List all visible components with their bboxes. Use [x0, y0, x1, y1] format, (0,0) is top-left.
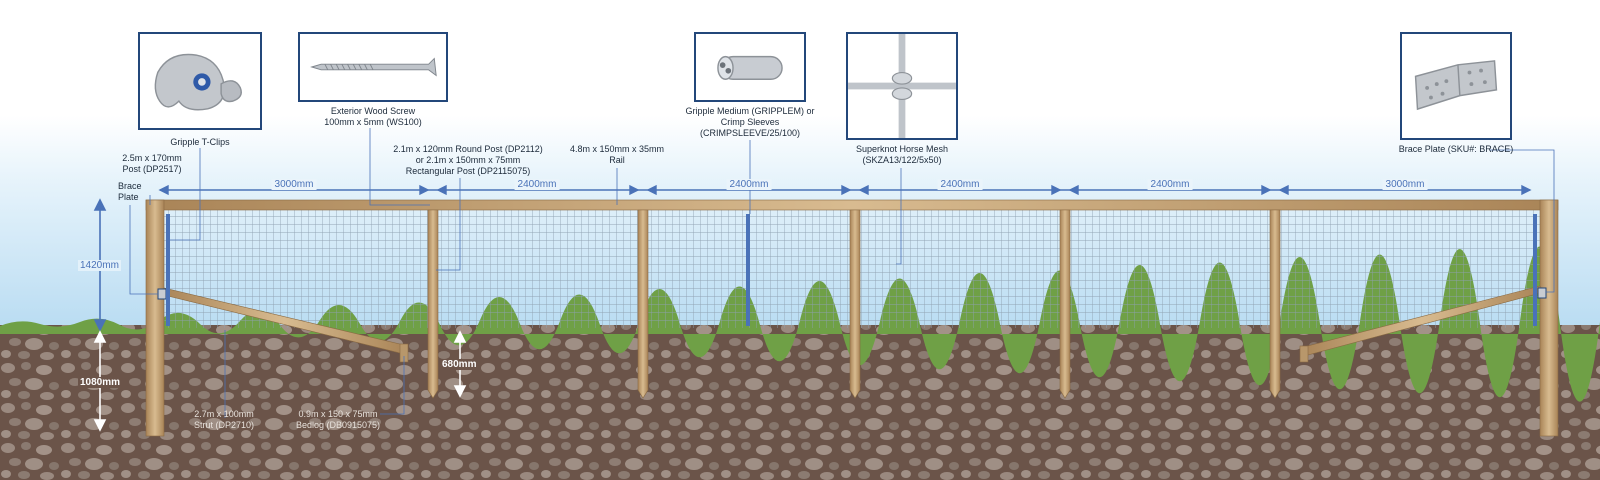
brace-plate-sku-label: Brace Plate (SKU#: BRACE) — [1398, 144, 1514, 154]
gripple-medium-label-line3: (CRIMPSLEEVE/25/100) — [699, 128, 801, 138]
crimp-sleeve-icon — [717, 55, 783, 80]
bedlog-right — [1299, 345, 1309, 363]
top-rail — [145, 199, 1559, 211]
round-post-label-line1: 2.1m x 120mm Round Post (DP2112) — [393, 144, 543, 154]
brace-plate-left — [157, 288, 167, 300]
superknot-label-line2: (SKZA13/122/5x50) — [862, 155, 942, 165]
brace-plate-icon — [1414, 60, 1498, 111]
rail-label-line2: Rail — [609, 155, 625, 165]
post-depth-label: 680mm — [440, 359, 479, 370]
span-label-1: 3000mm — [271, 179, 317, 190]
end-post-left — [145, 199, 165, 437]
brace-plate-label-line1: Brace — [118, 181, 142, 191]
span-label-6: 3000mm — [1382, 179, 1428, 190]
bedlog-label-line2: Bedlog (DB0915075) — [295, 420, 381, 430]
round-post-label-line3: Rectangular Post (DP2115075) — [405, 166, 531, 176]
span-label-4: 2400mm — [937, 179, 983, 190]
round-post-label-line2: or 2.1m x 150mm x 75mm — [415, 155, 521, 165]
depth-below-label: 1080mm — [78, 377, 123, 388]
gripple-medium-label-line2: Crimp Sleeves — [720, 117, 780, 127]
gripple-tclips-label: Gripple T-Clips — [170, 137, 230, 147]
bedlog-label-line1: 0.9m x 150 x 75mm — [298, 409, 378, 419]
brace-plate-label-line2: Plate — [118, 192, 139, 202]
gripple-medium-label-line1: Gripple Medium (GRIPPLEM) or — [685, 106, 815, 116]
span-dimension-lines — [158, 184, 1532, 196]
span-label-2: 2400mm — [514, 179, 560, 190]
mesh-knot-icon — [848, 34, 956, 138]
wood-screw-label-line1: Exterior Wood Screw — [330, 106, 416, 116]
span-label-3: 2400mm — [726, 179, 772, 190]
span-label-5: 2400mm — [1147, 179, 1193, 190]
height-above-label: 1420mm — [78, 260, 121, 271]
soil-ground — [0, 325, 1600, 480]
gripple-clip-icon — [154, 53, 242, 111]
height-dimension-line — [93, 198, 107, 332]
superknot-label-line1: Superknot Horse Mesh — [855, 144, 949, 154]
screw-icon — [310, 57, 437, 77]
wood-screw-label-line2: 100mm x 5mm (WS100) — [324, 117, 422, 127]
brace-plate-right — [1537, 287, 1547, 299]
leader-lines — [129, 128, 1555, 418]
gripple-medium-thumbnail — [694, 32, 806, 102]
wood-screw-thumbnail — [298, 32, 448, 102]
gripple-clip-columns — [166, 214, 1537, 326]
rail-label-line1: 4.8m x 150mm x 35mm — [569, 144, 665, 154]
intermediate-posts — [427, 209, 1281, 399]
superknot-thumbnail — [846, 32, 958, 140]
strut-label-line1: 2.7m x 100mm — [194, 409, 254, 419]
post-depth-dimension-line — [453, 330, 467, 398]
strut-label-line2: Strut (DP2710) — [193, 420, 255, 430]
end-post-label-line1: 2.5m x 170mm — [122, 153, 182, 163]
end-post-right — [1539, 199, 1559, 437]
end-post-label-line2: Post (DP2517) — [122, 164, 182, 174]
brace-plate-thumbnail — [1400, 32, 1512, 140]
gripple-tclips-thumbnail — [138, 32, 262, 130]
